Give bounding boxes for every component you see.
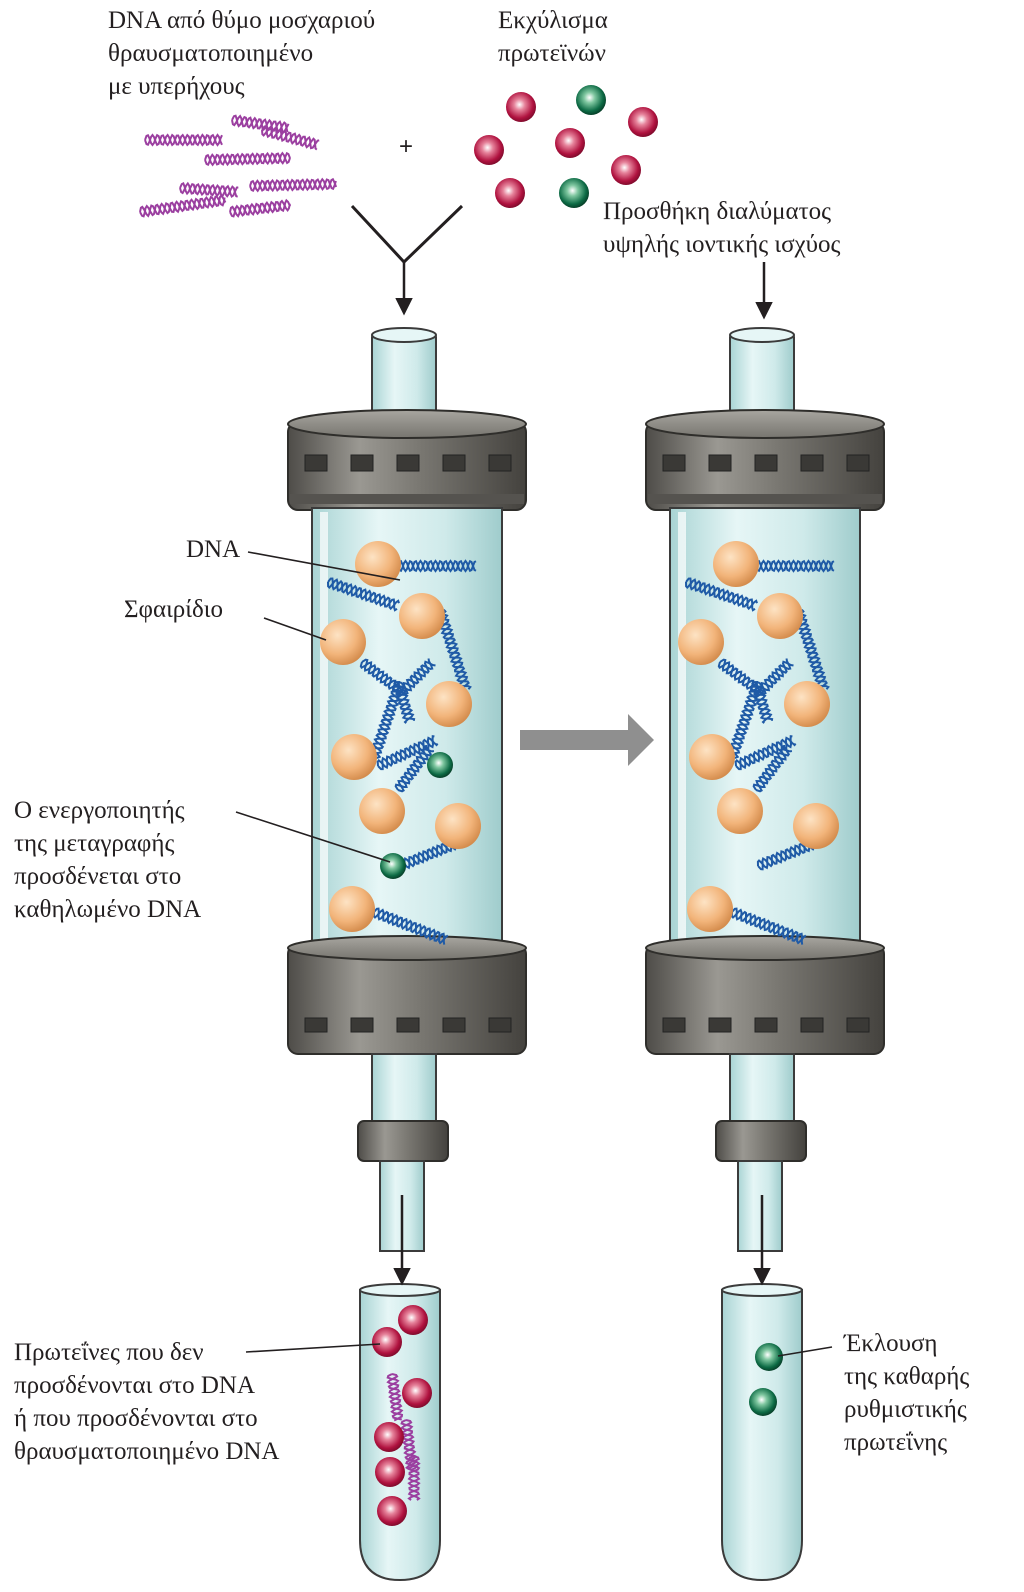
protein-nonspecific [375,1457,405,1487]
label-elution: Έκλουση της καθαρής ρυθμιστικής πρωτεΐνη… [844,1330,970,1456]
leader-dna [247,551,401,581]
bead [717,788,763,834]
immobilized-dna [685,577,758,612]
dna-fragment [204,151,291,167]
protein-nonspecific [555,128,585,158]
protein-activator-bound [427,752,453,778]
column-glass-body [311,507,503,957]
dna-fragment [407,1455,421,1501]
bead [678,619,724,665]
outlet-nozzle [737,1160,783,1252]
immobilized-dna [730,907,807,945]
protein-activator-bound [380,853,406,879]
leader-unbound [245,1343,381,1353]
merge-funnel [350,204,464,265]
bead [713,541,759,587]
protein-nonspecific [628,107,658,137]
protein-nonspecific [506,92,536,122]
immobilized-dna [395,689,416,724]
protein-nonspecific [372,1327,402,1357]
protein-nonspecific [611,155,641,185]
protein-nonspecific [374,1422,404,1452]
label-bead: Σφαιρίδιο [124,596,224,623]
dna-fragment [229,198,292,218]
dna-fragment [261,125,320,151]
bead [687,886,733,932]
bead [689,734,735,780]
immobilized-dna [394,744,435,793]
outlet-tube [729,1053,795,1127]
protein-nonspecific [474,135,504,165]
column-binding [287,327,527,1252]
dna-fragment [139,194,227,218]
dna-fragment [249,177,338,193]
bead [757,593,803,639]
label-protein-extract: Εκχύλισμα πρωτεϊνών [498,7,608,67]
bead [426,681,472,727]
purified-activator [749,1388,777,1416]
immobilized-dna [372,907,449,945]
leader-activator [235,811,391,863]
bead [355,541,401,587]
process-arrow [520,714,654,766]
immobilized-dna [753,689,774,724]
protein-nonspecific [402,1378,432,1408]
bead [331,734,377,780]
bead [320,619,366,665]
label-dna-source: DNA από θύμο μοσχαριού θραυσματοποιημένο… [108,7,376,100]
purified-activator [755,1343,783,1371]
protein-activator [559,178,589,208]
immobilized-dna [327,577,400,612]
outlet-connector [715,1120,807,1162]
dna-fragment [386,1373,404,1422]
immobilized-dna [397,559,477,573]
bead [435,803,481,849]
bead [793,803,839,849]
label-high-ionic-solution: Προσθήκη διαλύματος υψηλής ιοντικής ισχύ… [603,198,841,258]
protein-activator [576,85,606,115]
leader-elution [777,1346,833,1357]
immobilized-dna [755,559,835,573]
column-glass-body [669,507,861,957]
leader-bead [263,617,327,641]
immobilized-dna [717,658,763,696]
dna-fragment [179,181,239,199]
bead [329,886,375,932]
immobilized-dna [359,658,405,696]
bead [399,593,445,639]
plus-sign: + [399,133,414,160]
label-unbound-proteins: Πρωτεΐνες που δεν προσδένονται στο DNA ή… [14,1339,280,1465]
protein-nonspecific [495,178,525,208]
immobilized-dna [752,744,793,793]
outlet-connector [357,1120,449,1162]
label-transcription-activator: Ο ενεργοποιητής της μεταγραφής προσδένετ… [14,797,202,923]
protein-nonspecific [398,1305,428,1335]
column-elution [645,327,885,1252]
bead [784,681,830,727]
outlet-tube [371,1053,437,1127]
label-dna: DNA [186,536,241,563]
dna-fragment [144,133,223,147]
protein-nonspecific [377,1496,407,1526]
bead [359,788,405,834]
collection-tube-right [721,1289,803,1582]
